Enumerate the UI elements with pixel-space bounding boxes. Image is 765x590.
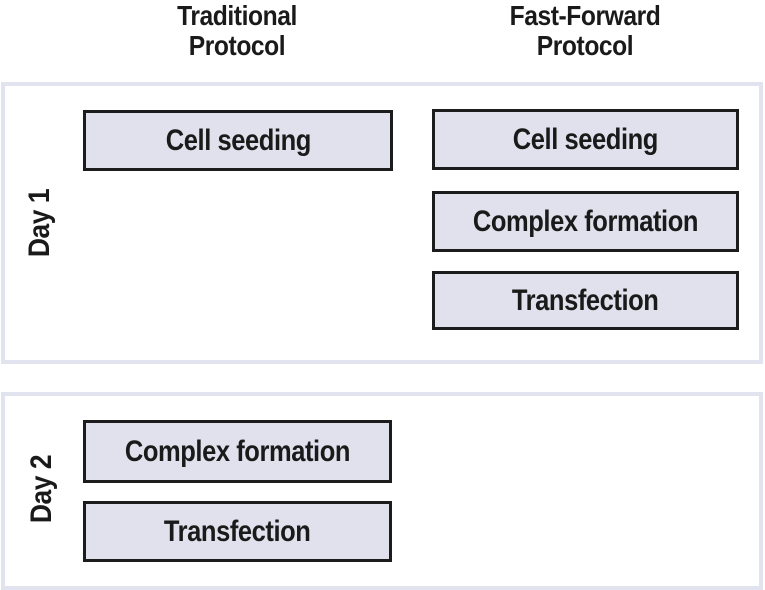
step-box-day1-fastforward-cell-seeding: Cell seeding	[432, 109, 739, 170]
column-title-traditional-line2: Protocol	[188, 30, 286, 61]
day2-label: Day 2	[25, 454, 58, 524]
step-label: Complex formation	[472, 204, 699, 238]
step-box-day1-traditional-cell-seeding: Cell seeding	[83, 110, 393, 171]
day1-label: Day 1	[23, 188, 56, 258]
step-box-day1-fastforward-complex-formation: Complex formation	[432, 191, 739, 252]
step-label: Transfection	[164, 514, 311, 548]
column-title-fast-forward-line2: Protocol	[536, 30, 634, 61]
column-title-traditional-line1: Traditional	[177, 0, 297, 31]
step-label: Cell seeding	[512, 122, 659, 156]
step-label: Complex formation	[124, 434, 351, 468]
step-label: Transfection	[512, 283, 659, 317]
column-title-traditional: Traditional Protocol	[105, 1, 369, 61]
step-label: Cell seeding	[165, 123, 311, 157]
column-title-fast-forward-line1: Fast-Forward	[509, 0, 661, 31]
column-title-fast-forward: Fast-Forward Protocol	[453, 1, 717, 61]
step-box-day2-traditional-transfection: Transfection	[83, 501, 392, 562]
step-box-day2-traditional-complex-formation: Complex formation	[83, 420, 392, 483]
step-box-day1-fastforward-transfection: Transfection	[432, 271, 739, 330]
